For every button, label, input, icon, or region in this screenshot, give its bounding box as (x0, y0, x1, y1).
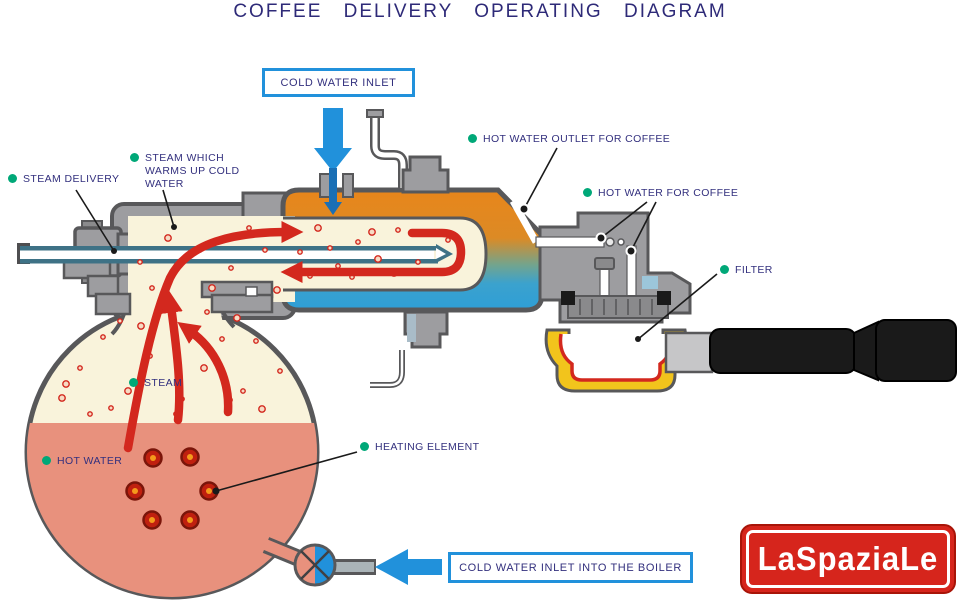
portafilter-handle (664, 319, 957, 382)
group-head (535, 211, 692, 324)
callout-heating-element: HEATING ELEMENT (360, 441, 479, 454)
filter-basket (558, 333, 674, 382)
bullet-icon (360, 442, 369, 451)
leader-dots (111, 203, 641, 495)
callout-hot-water-for-coffee: HOT WATER FOR COFFEE (583, 187, 738, 200)
steam-flow-arrows (123, 220, 466, 453)
callout-label: STEAM DELIVERY (23, 173, 120, 185)
heating-elements (125, 447, 219, 530)
top-flange (401, 155, 450, 194)
hot-water-zone (27, 423, 317, 597)
steam-delivery-tube (17, 243, 453, 264)
bullet-icon (468, 134, 477, 143)
callout-steam-delivery: STEAM DELIVERY (8, 173, 119, 186)
logo-frame: LaSpaziaLe (746, 530, 950, 588)
leader-lines (75, 147, 718, 492)
cold-water-inlet-boiler-box: COLD WATER INLET INTO THE BOILER (448, 552, 693, 583)
box-label: COLD WATER INLET (280, 76, 397, 89)
callout-steam: STEAM (129, 377, 182, 390)
hot-water-outlet-channel (509, 199, 540, 244)
callout-label: HEATING ELEMENT (375, 441, 480, 453)
page-title: COFFEE DELIVERY OPERATING DIAGRAM (233, 1, 727, 22)
callout-label: STEAM (144, 377, 183, 389)
portafilter (544, 328, 688, 393)
callout-label: HOT WATER FOR COFFEE (598, 187, 739, 199)
callout-label: HOT WATER OUTLET FOR COFFEE (483, 133, 671, 145)
bullet-icon (129, 378, 138, 387)
cold-water-inlet-box: COLD WATER INLET (262, 68, 415, 97)
callout-label: STEAM WHICH WARMS UP COLD WATER (145, 152, 240, 191)
cold-water-arrow-bottom (375, 549, 442, 585)
box-label: COLD WATER INLET INTO THE BOILER (459, 561, 682, 574)
callout-steam-which-warms: STEAM WHICH WARMS UP COLD WATER (130, 152, 262, 191)
bullet-icon (130, 153, 139, 162)
bullet-icon (8, 174, 17, 183)
bullet-icon (583, 188, 592, 197)
la-spaziale-logo: LaSpaziaLe (740, 524, 956, 594)
mount-brackets (62, 258, 274, 316)
inlet-valve (293, 543, 337, 587)
boiler (24, 304, 320, 600)
callout-label: FILTER (735, 264, 773, 276)
callout-filter: FILTER (720, 264, 773, 277)
cold-water-arrow-top (314, 108, 352, 215)
bullet-icon (42, 456, 51, 465)
callout-label: HOT WATER (57, 455, 123, 467)
callout-hot-water: HOT WATER (42, 455, 122, 468)
callout-hot-water-outlet: HOT WATER OUTLET FOR COFFEE (468, 133, 670, 146)
logo-text: LaSpaziaLe (757, 539, 939, 578)
bullet-icon (720, 265, 729, 274)
